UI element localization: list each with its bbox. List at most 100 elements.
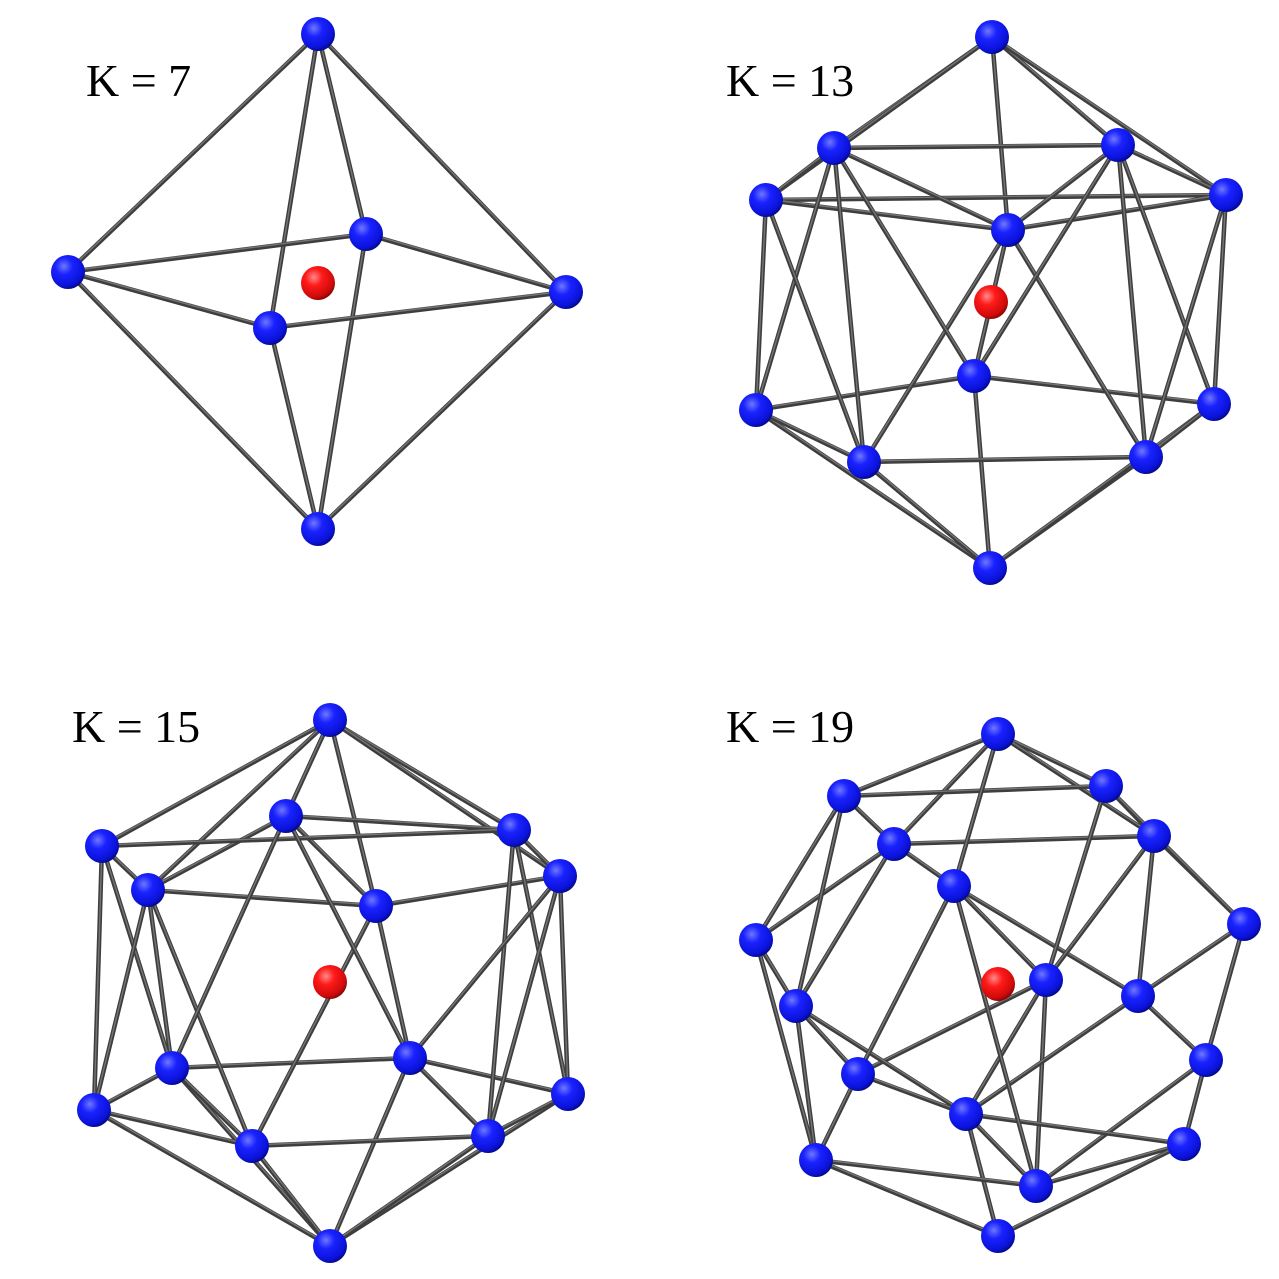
outer-atom-k19-9 xyxy=(1121,979,1155,1013)
outer-atom-k19-17 xyxy=(981,1219,1015,1253)
outer-atom-k13-5 xyxy=(991,213,1025,247)
bond-k15-7 xyxy=(145,813,289,893)
outer-atom-k13-3 xyxy=(749,183,783,217)
outer-atom-k19-13 xyxy=(949,1097,983,1131)
bond-k13-7 xyxy=(763,192,1229,203)
outer-atom-k15-6 xyxy=(359,889,393,923)
outer-atom-k13-10 xyxy=(1129,440,1163,474)
bond-highlight-k15-23 xyxy=(93,1108,253,1146)
bond-k19-7 xyxy=(891,833,1157,847)
outer-atom-k13-2 xyxy=(1101,128,1135,162)
bond-highlight-k19-44 xyxy=(953,884,1037,1186)
bond-highlight-k13-11 xyxy=(765,198,1009,230)
outer-atom-k13-4 xyxy=(1209,178,1243,212)
bond-k7-8 xyxy=(65,231,369,275)
bond-k15-22 xyxy=(407,1055,491,1139)
bond-highlight-k13-23 xyxy=(755,198,767,410)
bond-k19-4 xyxy=(841,783,1109,799)
outer-atom-k15-4 xyxy=(543,859,577,893)
outer-atom-k19-3 xyxy=(877,827,911,861)
bond-k15-19 xyxy=(327,1133,491,1249)
outer-atom-k15-7 xyxy=(155,1051,189,1085)
bond-highlight-k19-9 xyxy=(755,842,895,940)
bond-highlight-k13-28 xyxy=(1117,143,1215,404)
outer-atom-k15-11 xyxy=(235,1129,269,1163)
outer-atom-k15-5 xyxy=(131,873,165,907)
bond-k15-8 xyxy=(283,813,379,909)
bond-k15-27 xyxy=(407,1055,571,1097)
bond-k19-34 xyxy=(995,1141,1187,1239)
center-atom-k7 xyxy=(301,266,335,300)
bond-highlight-k15-4 xyxy=(147,718,331,890)
bond-k19-1 xyxy=(995,731,1109,789)
bond-highlight-k15-7 xyxy=(147,814,287,890)
bond-highlight-k15-12 xyxy=(147,888,377,906)
center-atom-k19 xyxy=(981,967,1015,1001)
outer-atom-k19-8 xyxy=(1029,963,1063,997)
bond-highlight-k19-2 xyxy=(893,732,999,844)
bond-k13-18 xyxy=(753,407,867,465)
outer-atom-k13-11 xyxy=(973,551,1007,585)
bond-k19-31 xyxy=(813,1157,1001,1239)
bond-k19-33 xyxy=(1033,1141,1187,1189)
outer-atom-k19-11 xyxy=(841,1057,875,1091)
bond-highlight-k13-9 xyxy=(833,146,1009,230)
bond-highlight-k7-9 xyxy=(365,232,567,292)
bond-highlight-k13-3 xyxy=(991,35,1227,195)
bond-highlight-k7-4 xyxy=(67,270,319,529)
bond-k15-12 xyxy=(145,887,379,909)
bond-k19-9 xyxy=(753,841,897,943)
bond-highlight-k19-22 xyxy=(857,978,1047,1074)
bond-highlight-k19-39 xyxy=(857,884,955,1074)
outer-atom-k7-4 xyxy=(549,275,583,309)
outer-atom-k19-14 xyxy=(799,1143,833,1177)
bond-highlight-k15-36 xyxy=(487,828,515,1136)
bond-highlight-k15-27 xyxy=(409,1056,569,1094)
bond-highlight-k19-15 xyxy=(953,884,1139,996)
atoms-k15 xyxy=(77,703,585,1263)
bond-highlight-k15-25 xyxy=(251,1134,489,1146)
bond-k15-2 xyxy=(99,717,333,849)
outer-atom-k19-4 xyxy=(1137,819,1171,853)
outer-atom-k19-12 xyxy=(1189,1043,1223,1077)
bond-highlight-k19-38 xyxy=(795,794,845,1006)
outer-atom-k19-16 xyxy=(1019,1169,1053,1203)
bond-highlight-k19-8 xyxy=(755,794,845,940)
bond-highlight-k19-27 xyxy=(1205,922,1245,1060)
bond-highlight-k7-10 xyxy=(269,290,567,328)
bond-highlight-k15-18 xyxy=(251,1144,331,1246)
outer-atom-k15-9 xyxy=(77,1093,111,1127)
outer-atom-k13-0 xyxy=(975,20,1009,54)
bond-k19-32 xyxy=(813,1157,1039,1189)
bond-k13-10 xyxy=(1005,142,1121,233)
bond-k19-35 xyxy=(1033,1057,1209,1189)
outer-atom-k13-1 xyxy=(817,131,851,165)
outer-atom-k19-7 xyxy=(739,923,773,957)
bond-highlight-k19-33 xyxy=(1035,1142,1185,1186)
bond-highlight-k15-21 xyxy=(171,1066,253,1146)
outer-atom-k15-1 xyxy=(269,799,303,833)
bond-highlight-k15-28 xyxy=(93,844,103,1110)
bond-highlight-k19-23 xyxy=(965,978,1047,1114)
bond-k19-28 xyxy=(1135,921,1247,999)
bond-k15-20 xyxy=(169,1055,413,1071)
bond-highlight-k19-17 xyxy=(755,938,817,1160)
bond-highlight-k15-37 xyxy=(487,874,561,1136)
bond-highlight-k13-10 xyxy=(1007,143,1119,230)
bond-k13-12 xyxy=(1005,192,1229,233)
outer-atom-k13-6 xyxy=(957,359,991,393)
bond-highlight-k13-24 xyxy=(1213,193,1227,404)
bond-highlight-k15-33 xyxy=(251,904,377,1146)
bond-highlight-k15-3 xyxy=(329,718,561,876)
bond-k13-3 xyxy=(989,34,1229,198)
bond-highlight-k19-18 xyxy=(795,1004,817,1160)
panel-k7: K = 7 xyxy=(51,17,583,546)
bond-highlight-k19-43 xyxy=(1045,834,1155,980)
outer-atom-k19-15 xyxy=(1167,1127,1201,1161)
bond-k19-22 xyxy=(855,977,1049,1077)
outer-atom-k19-2 xyxy=(1089,769,1123,803)
bond-highlight-k19-41 xyxy=(965,994,1139,1114)
bond-highlight-k13-12 xyxy=(1007,193,1227,230)
bond-k19-21 xyxy=(855,1071,969,1117)
outer-atom-k13-7 xyxy=(739,393,773,427)
